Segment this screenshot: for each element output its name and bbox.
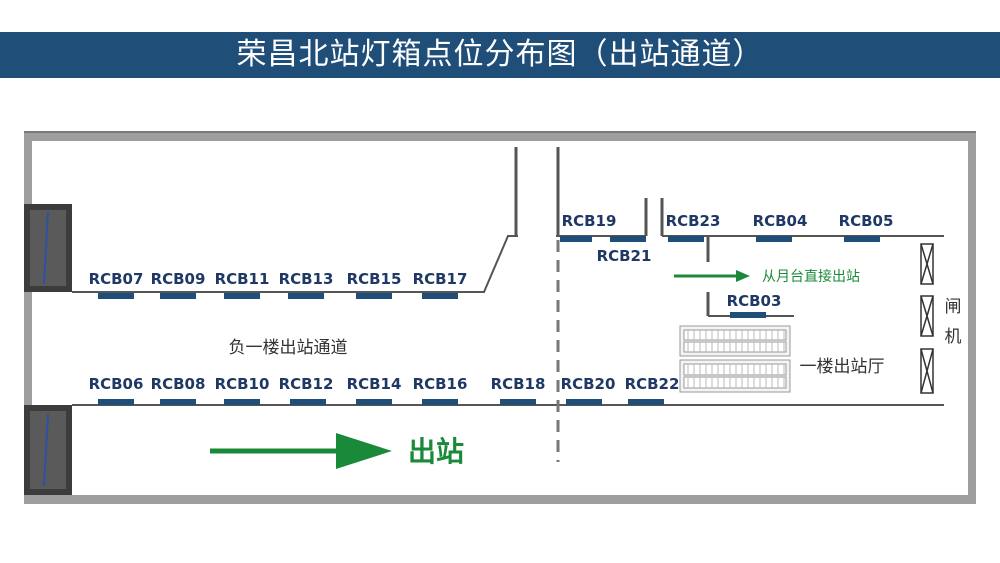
right-arrow-icon — [674, 270, 750, 282]
light-box — [356, 293, 392, 299]
light-box — [290, 399, 326, 405]
box-label: RCB05 — [839, 212, 894, 230]
light-box — [610, 236, 646, 242]
exit-label: 出站 — [408, 435, 464, 468]
hall-label: 一楼出站厅 — [800, 357, 885, 377]
box-label: RCB21 — [597, 247, 652, 265]
box-label: RCB17 — [413, 270, 468, 288]
light-box — [422, 293, 458, 299]
light-box — [288, 293, 324, 299]
corridor-label: 负一楼出站通道 — [229, 338, 348, 358]
escalator-stripes — [687, 330, 785, 388]
gate-label: 闸 — [945, 297, 962, 317]
light-box — [756, 236, 792, 242]
box-label: RCB10 — [215, 375, 270, 393]
title-bar: 荣昌北站灯箱点位分布图（出站通道） — [0, 32, 1000, 78]
gate-icon — [920, 243, 934, 394]
gate-label: 机 — [945, 327, 962, 347]
light-box — [422, 399, 458, 405]
box-label: RCB06 — [89, 375, 144, 393]
box-label: RCB16 — [413, 375, 468, 393]
box-label: RCB09 — [151, 270, 206, 288]
light-box — [224, 399, 260, 405]
box-label: RCB20 — [561, 375, 616, 393]
platform-path-label: 从月台直接出站 — [762, 268, 860, 285]
light-box — [356, 399, 392, 405]
light-box — [224, 293, 260, 299]
stair-icon — [24, 405, 72, 495]
box-label: RCB13 — [279, 270, 334, 288]
box-label: RCB11 — [215, 270, 270, 288]
box-label: RCB07 — [89, 270, 144, 288]
light-box — [668, 236, 704, 242]
box-label: RCB23 — [666, 212, 721, 230]
outer-wall — [24, 131, 976, 504]
box-label: RCB03 — [727, 292, 782, 310]
light-box — [160, 293, 196, 299]
box-label: RCB18 — [491, 375, 546, 393]
box-label: RCB04 — [753, 212, 808, 230]
box-label: RCB14 — [347, 375, 402, 393]
light-box — [566, 399, 602, 405]
box-label: RCB08 — [151, 375, 206, 393]
light-box — [98, 399, 134, 405]
light-box — [844, 236, 880, 242]
light-box-bars — [98, 236, 880, 405]
box-label: RCB15 — [347, 270, 402, 288]
box-label: RCB22 — [625, 375, 680, 393]
light-box — [628, 399, 664, 405]
light-box — [560, 236, 592, 242]
light-box — [98, 293, 134, 299]
light-box — [160, 399, 196, 405]
box-label: RCB19 — [562, 212, 617, 230]
page-title: 荣昌北站灯箱点位分布图（出站通道） — [236, 37, 764, 72]
stair-icon — [24, 204, 72, 292]
light-box — [500, 399, 536, 405]
box-label: RCB12 — [279, 375, 334, 393]
right-arrow-icon — [210, 433, 392, 469]
light-box — [730, 312, 766, 318]
